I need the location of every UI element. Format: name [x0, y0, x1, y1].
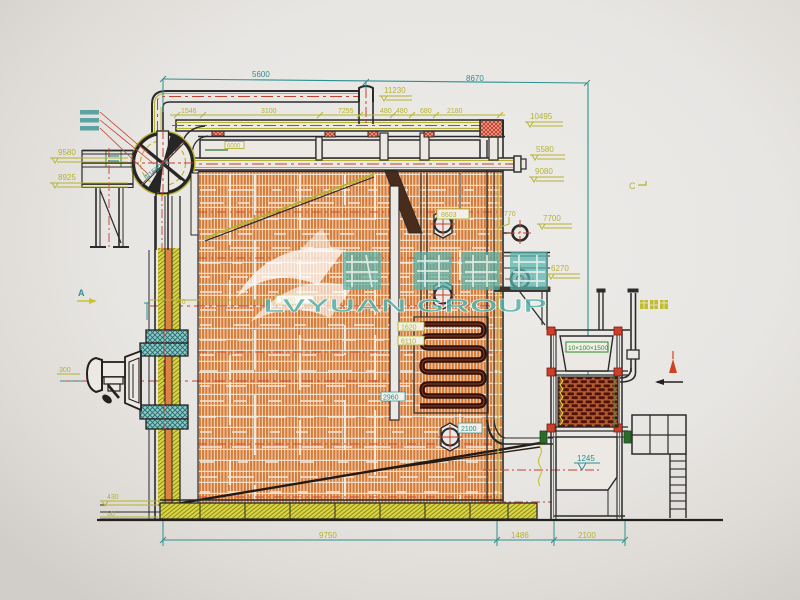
svg-text:11230: 11230 — [384, 86, 406, 95]
svg-text:10×100×1500: 10×100×1500 — [568, 345, 609, 352]
svg-text:430: 430 — [107, 494, 119, 501]
svg-text:1620: 1620 — [401, 325, 417, 332]
svg-text:9080: 9080 — [535, 167, 553, 176]
svg-text:9580: 9580 — [58, 148, 76, 157]
svg-text:6000: 6000 — [227, 144, 241, 150]
svg-text:5580: 5580 — [536, 145, 554, 154]
svg-text:7255: 7255 — [338, 108, 354, 115]
svg-text:9750: 9750 — [319, 531, 337, 540]
svg-text:770: 770 — [504, 211, 516, 218]
svg-text:7700: 7700 — [543, 214, 561, 223]
svg-text:480: 480 — [396, 108, 408, 115]
svg-text:10495: 10495 — [530, 112, 553, 121]
svg-text:8925: 8925 — [58, 173, 76, 182]
svg-text:LVYUAN GROUP: LVYUAN GROUP — [263, 296, 547, 316]
svg-text:3100: 3100 — [261, 108, 277, 115]
svg-text:8603: 8603 — [441, 212, 457, 219]
svg-text:2100: 2100 — [461, 426, 477, 433]
svg-text:680: 680 — [420, 108, 432, 115]
svg-text:1546: 1546 — [181, 108, 197, 115]
svg-text:2960: 2960 — [383, 395, 399, 402]
svg-text:C: C — [629, 181, 636, 191]
svg-text:140: 140 — [174, 299, 186, 306]
svg-text:480: 480 — [380, 108, 392, 115]
svg-text:1486: 1486 — [511, 531, 529, 540]
svg-text:2100: 2100 — [578, 531, 596, 540]
svg-text:300: 300 — [59, 367, 71, 374]
svg-text:A: A — [78, 288, 85, 298]
svg-text:8670: 8670 — [466, 74, 484, 83]
svg-text:6110: 6110 — [401, 339, 416, 346]
svg-text:50: 50 — [107, 511, 115, 518]
svg-text:6270: 6270 — [551, 264, 569, 273]
svg-text:5600: 5600 — [252, 70, 270, 79]
svg-text:1245: 1245 — [577, 454, 595, 463]
svg-text:2180: 2180 — [447, 108, 463, 115]
